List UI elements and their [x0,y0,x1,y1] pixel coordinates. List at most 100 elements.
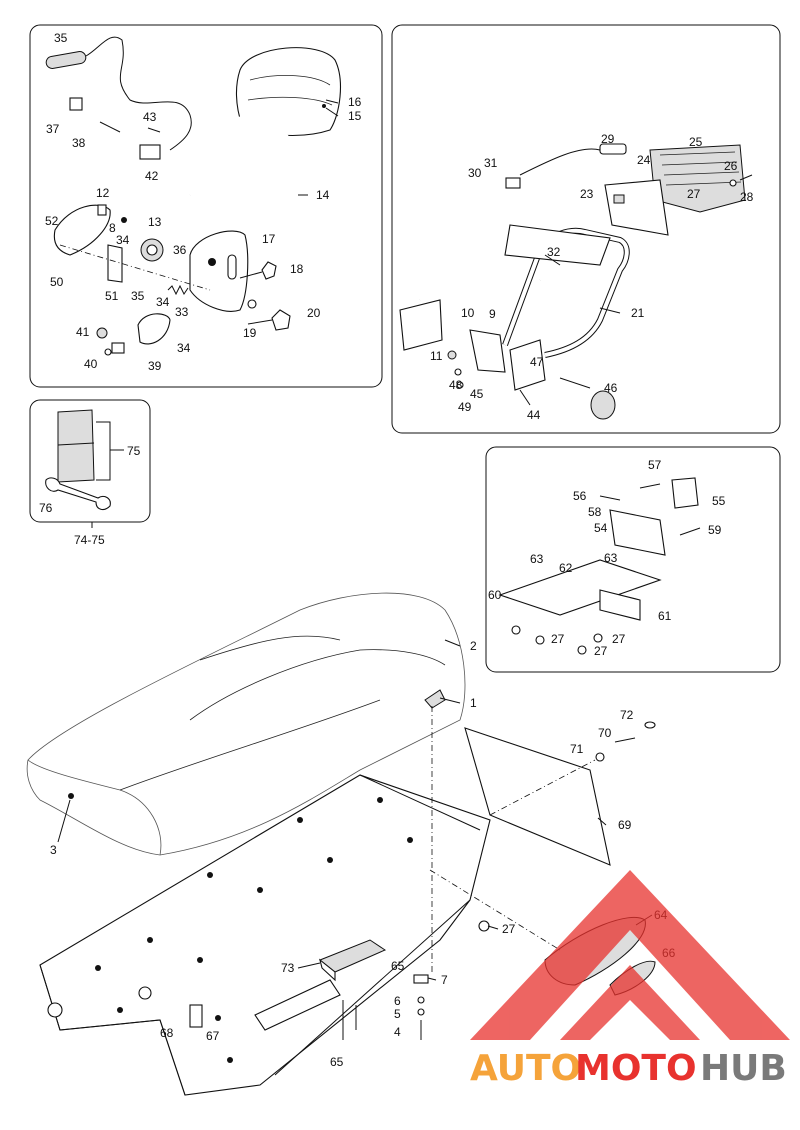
watermark-logo [470,870,790,1040]
mirror-housing [53,204,111,256]
washer-19 [247,299,257,309]
svg-text:75: 75 [127,444,141,458]
svg-text:34: 34 [156,295,170,309]
svg-text:19: 19 [243,326,257,340]
svg-text:37: 37 [46,122,60,136]
labels-top-right: 29 31 30 25 24 26 27 23 28 32 21 10 9 11… [430,132,754,422]
svg-text:38: 38 [72,136,86,150]
small-parts-main [189,721,656,1040]
panel-top-left-frame [29,24,383,388]
svg-text:12: 12 [96,186,110,200]
svg-text:55: 55 [712,494,726,508]
svg-text:28: 28 [740,190,754,204]
svg-text:29: 29 [601,132,615,146]
bracket-51 [107,244,123,283]
svg-text:5: 5 [394,1007,401,1021]
svg-text:58: 58 [588,505,602,519]
svg-text:MOTO: MOTO [575,1048,697,1089]
backrest-pad [235,47,341,136]
knob-18 [239,261,277,280]
svg-text:44: 44 [527,408,541,422]
svg-text:71: 71 [570,742,584,756]
tail-light-base-23 [604,179,669,236]
svg-text:39: 39 [148,359,162,373]
svg-text:49: 49 [458,400,472,414]
svg-text:9: 9 [489,307,496,321]
svg-text:52: 52 [45,214,59,228]
svg-text:30: 30 [468,166,482,180]
svg-text:32: 32 [547,245,561,259]
svg-text:34: 34 [177,341,191,355]
svg-text:61: 61 [658,609,672,623]
bracket-17 [189,230,249,312]
svg-text:70: 70 [598,726,612,740]
svg-text:41: 41 [76,325,90,339]
seat-2 [26,592,466,856]
svg-text:15: 15 [348,109,362,123]
svg-text:2: 2 [470,639,477,653]
bracket-54 [609,509,666,556]
svg-text:AUTO: AUTO [470,1048,581,1089]
svg-text:45: 45 [470,387,484,401]
knob-20 [247,309,291,331]
svg-text:27: 27 [551,632,565,646]
wire-29 [505,143,627,189]
svg-text:60: 60 [488,588,502,602]
labels-small-box: 75 76 74-75 [39,444,141,547]
spanner-76 [45,477,111,511]
svg-text:74-75: 74-75 [74,533,105,547]
pad-73 [319,939,387,982]
holder-35 [137,313,171,345]
panel-top-right-frame [391,24,781,434]
svg-text:46: 46 [604,381,618,395]
svg-text:56: 56 [573,489,587,503]
svg-text:47: 47 [530,355,544,369]
svg-text:63: 63 [604,551,618,565]
svg-text:48: 48 [449,378,463,392]
labels-right-box: 57 55 56 58 59 54 63 62 63 60 61 27 27 2… [488,458,726,658]
svg-text:33: 33 [175,305,189,319]
backrest-frame [187,116,301,236]
svg-text:20: 20 [307,306,321,320]
svg-text:8: 8 [109,221,116,235]
svg-text:43: 43 [143,110,157,124]
grip-heater-wire [45,36,192,160]
svg-text:11: 11 [430,349,443,363]
svg-text:27: 27 [502,922,516,936]
panel-small-frame [29,399,151,523]
svg-text:26: 26 [724,159,738,173]
svg-text:24: 24 [637,153,651,167]
panel-right-frame [485,446,781,673]
spring-33 [167,284,189,296]
tunnel-frame [39,774,491,1096]
svg-text:1: 1 [470,696,477,710]
svg-text:62: 62 [559,561,573,575]
svg-text:HUB: HUB [700,1048,787,1089]
svg-text:31: 31 [484,156,498,170]
svg-text:14: 14 [316,188,330,202]
svg-text:36: 36 [173,243,187,257]
knob-13 [140,238,164,262]
svg-text:73: 73 [281,961,295,975]
svg-text:25: 25 [689,135,703,149]
deflector-69 [464,727,611,866]
small-parts-top-left [69,97,161,223]
svg-text:65: 65 [330,1055,344,1069]
svg-text:13: 13 [148,215,162,229]
svg-text:21: 21 [631,306,645,320]
svg-text:10: 10 [461,306,475,320]
svg-text:68: 68 [160,1026,174,1040]
svg-text:63: 63 [530,552,544,566]
svg-text:23: 23 [580,187,594,201]
svg-text:67: 67 [206,1029,220,1043]
svg-text:27: 27 [687,187,701,201]
svg-text:6: 6 [394,994,401,1008]
svg-text:72: 72 [620,708,634,722]
svg-text:7: 7 [441,973,448,987]
svg-text:65: 65 [391,959,405,973]
svg-text:27: 27 [612,632,626,646]
svg-text:76: 76 [39,501,53,515]
tail-light-25 [649,144,746,213]
svg-text:35: 35 [54,31,68,45]
svg-text:18: 18 [290,262,304,276]
